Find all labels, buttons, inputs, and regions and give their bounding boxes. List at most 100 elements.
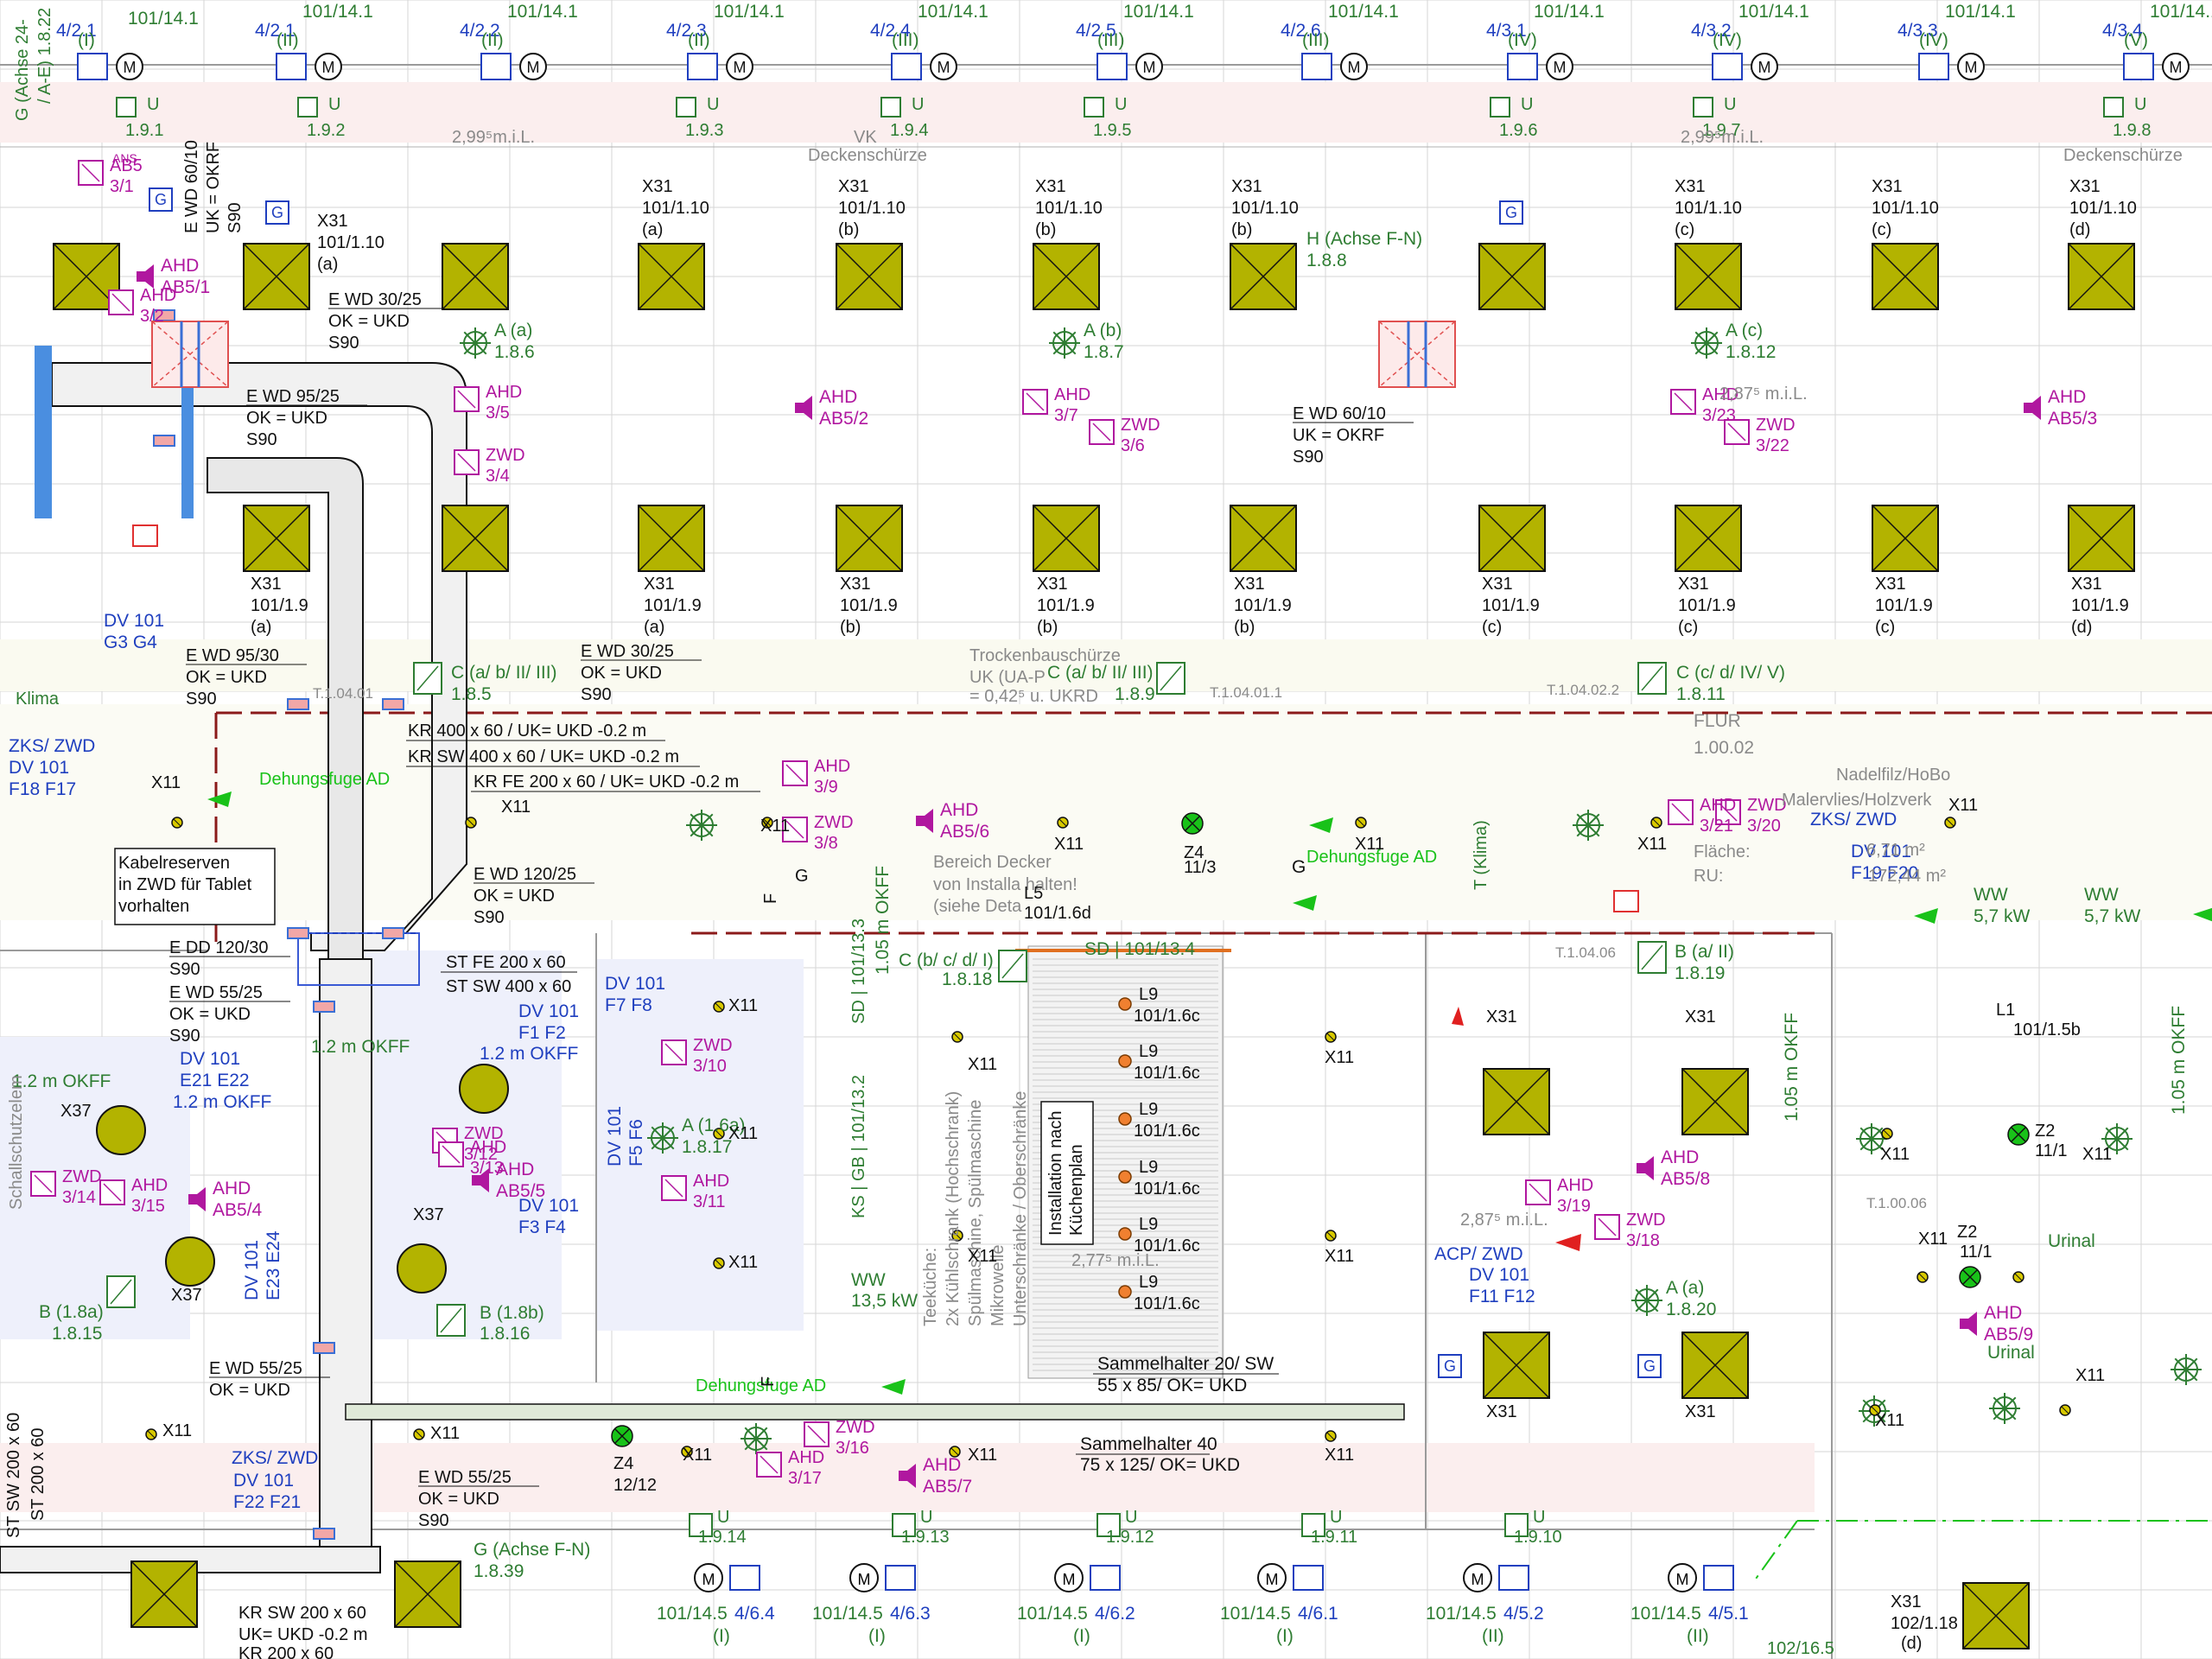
wall-note: OK = UKD — [186, 668, 267, 687]
room-sub: (II) — [688, 30, 710, 50]
x11-x — [953, 1231, 962, 1240]
detector-label-b: 3/11 — [693, 1192, 725, 1211]
ahd-label: AHD — [2048, 387, 2086, 407]
fire-damper-6 — [313, 1001, 335, 1013]
c-label: C (a/ b/ II/ III) — [1047, 663, 1154, 683]
c-label: C (b/ c/ d/ I) — [899, 950, 994, 970]
x31-fixture — [1478, 243, 1546, 310]
l9-ref: 101/1.6c — [1134, 1294, 1200, 1313]
x11-x — [1918, 1273, 1927, 1281]
x31-fixture — [1033, 243, 1100, 310]
detector-diag — [103, 1183, 122, 1202]
g-achse: 1.8.39 — [474, 1561, 524, 1581]
sprinkler-ref: 1.8.7 — [1084, 342, 1124, 362]
x31-sub: (d) — [2071, 618, 2092, 637]
dv-label: DV 101 — [605, 974, 665, 994]
room-plate — [687, 53, 718, 80]
sprinkler-ref: 1.8.20 — [1666, 1300, 1716, 1319]
l9-ref: 101/1.6c — [1134, 1179, 1200, 1198]
x31-fixture-extra — [1681, 1068, 1749, 1135]
wall-note: E DD 120/30 — [169, 938, 269, 957]
dv-label: DV 101 — [9, 758, 69, 778]
u-box — [1693, 97, 1713, 118]
motor-m: M — [527, 59, 540, 76]
room-plate-bottom — [729, 1565, 760, 1591]
wall-note: E WD 55/25 — [169, 983, 263, 1002]
detector-label-b: 3/5 — [486, 404, 510, 423]
room-plate — [1712, 53, 1743, 80]
room-plate — [77, 53, 108, 80]
x31-fixture-extra — [1483, 1332, 1550, 1399]
okff-label: 1.2 m OKFF — [12, 1071, 111, 1091]
motor-m: M — [858, 1571, 871, 1588]
detector-diag — [1719, 803, 1738, 822]
u-ref: 1.9.1 — [125, 121, 163, 140]
schallschutz: Schallschutzelem — [7, 1075, 26, 1210]
bottom-sub: (I) — [1073, 1626, 1090, 1646]
motor-m: M — [1758, 59, 1771, 76]
b-label: 1.8.15 — [52, 1324, 102, 1344]
sprinkler-spoke — [1694, 331, 1707, 344]
motor-m: M — [734, 59, 747, 76]
x11-x — [950, 1447, 959, 1456]
room-plate-bottom — [1293, 1565, 1324, 1591]
x31-label: X31 — [644, 575, 675, 594]
x31-sub: (c) — [1872, 220, 1891, 239]
sprinkler-spoke — [1576, 824, 1589, 837]
detector-diag — [457, 453, 476, 472]
green-plate-diag — [1641, 944, 1663, 970]
ahd-label: AHD — [1984, 1303, 2022, 1323]
x31-sub: (c) — [1875, 618, 1895, 637]
bottom-ref: 101/14.5 — [1630, 1604, 1701, 1624]
kabel-note: vorhalten — [118, 897, 189, 916]
teekueche-note: Mikrowelle — [988, 1245, 1007, 1326]
x31-label: X31 — [840, 575, 871, 594]
deckenschuerze-label: Deckenschürze — [808, 146, 927, 165]
room-sub: (IV) — [1508, 30, 1537, 50]
top-ref: 101/14.1 — [507, 2, 578, 22]
u-ref-bottom: 1.9.14 — [698, 1528, 747, 1547]
wall-note: E WD 120/25 — [474, 865, 576, 884]
g-achse: G (Achse F-N) — [474, 1540, 590, 1560]
motor-m: M — [1965, 59, 1978, 76]
x31-sub: (b) — [1037, 618, 1058, 637]
x31-ref: 101/1.10 — [1231, 199, 1299, 218]
sprinkler-spoke — [690, 824, 702, 837]
x31-ref: 101/1.9 — [1482, 596, 1540, 615]
u-letter: U — [1521, 95, 1533, 114]
motor-m: M — [1348, 59, 1361, 76]
bereich-note: von Installa halten! — [933, 875, 1077, 894]
x31-label: X31 — [1486, 1007, 1517, 1027]
g-marker: G — [1292, 857, 1306, 877]
motor-circle-bottom — [694, 1563, 723, 1592]
x31-label: X31 — [317, 212, 348, 231]
c-label: 1.8.11 — [1676, 684, 1726, 704]
top-ref: 101/14.1 — [128, 9, 199, 29]
sprinkler-spoke — [1587, 824, 1600, 837]
sprinkler-icon — [686, 810, 717, 841]
wall-note: S90 — [246, 430, 277, 449]
x31-label: X31 — [1685, 1007, 1716, 1027]
room-plate — [276, 53, 307, 80]
fixture-cross — [638, 505, 705, 572]
u-letter: U — [2134, 95, 2146, 114]
round-fixture — [96, 1105, 146, 1155]
labels-layer: 4/2.1(I)4/2.1(II)4/2.2(II)4/2.3(II)4/2.4… — [4, 2, 2212, 1659]
wall-note: E WD 55/25 — [418, 1468, 512, 1487]
fire-damper-2 — [287, 698, 309, 710]
room-plate-bottom — [1703, 1565, 1734, 1591]
wall-note: UK = OKRF — [1293, 426, 1384, 445]
kr-bottom: UK= UKD -0.2 m — [238, 1625, 367, 1644]
x31-sub: (b) — [1234, 618, 1255, 637]
x31-fixture-row2 — [243, 505, 310, 572]
detector-label-a: AHD — [486, 383, 522, 402]
motor-circle — [519, 53, 547, 80]
x31-ref: 101/1.9 — [1234, 596, 1292, 615]
detector-label-b: 3/14 — [62, 1188, 96, 1207]
detector-diag — [457, 390, 476, 409]
detector-label-a: AHD — [470, 1138, 506, 1157]
detector-label-b: 3/21 — [1700, 817, 1733, 836]
detector-label-a: AHD — [1702, 385, 1738, 404]
trocken-band — [0, 639, 2212, 691]
teekueche-note: Teeküche: — [921, 1248, 940, 1326]
